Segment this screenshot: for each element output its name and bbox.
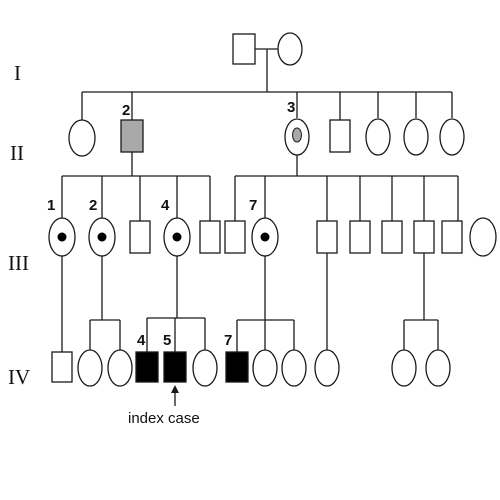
generation-label-I: I xyxy=(14,61,21,85)
II-5-female xyxy=(365,118,391,156)
II-2-number: 2 xyxy=(122,102,130,119)
III-4-carrier-dot xyxy=(172,232,182,242)
index-case-label: index case xyxy=(128,410,200,427)
III-7-number: 7 xyxy=(249,197,257,214)
IV-8-female xyxy=(252,349,278,387)
III-9-male xyxy=(349,220,371,254)
II-2-family xyxy=(61,152,211,221)
IV-7-male-affected xyxy=(225,351,249,383)
IV-4-number: 4 xyxy=(137,332,146,349)
arrow-up-icon xyxy=(171,385,179,393)
IV-5-male-affected-index xyxy=(163,351,187,383)
generation-IV: 4 5 7 xyxy=(51,332,451,387)
IV-1-male xyxy=(51,351,73,383)
III-4-number: 4 xyxy=(161,197,170,214)
II-1-female xyxy=(68,119,96,157)
III-2-number: 2 xyxy=(89,197,97,214)
III-10-male xyxy=(381,220,403,254)
II-3-family xyxy=(234,155,459,221)
IV-11-female xyxy=(391,349,417,387)
III-11-male xyxy=(413,220,435,254)
II-7-female xyxy=(439,118,465,156)
I-2-female xyxy=(277,32,303,66)
IV-12-female xyxy=(425,349,451,387)
generation-IV-connectors xyxy=(61,253,439,352)
III-6-male xyxy=(224,220,246,254)
IV-9-female xyxy=(281,349,307,387)
III-13-female xyxy=(469,217,497,257)
II-4-male xyxy=(329,119,351,153)
IV-3-female xyxy=(107,349,133,387)
III-7-carrier-dot xyxy=(260,232,270,242)
II-3-number: 3 xyxy=(287,99,295,116)
IV-2-female xyxy=(77,349,103,387)
III-1-number: 1 xyxy=(47,197,55,214)
generation-II: 2 3 xyxy=(68,91,465,157)
III-12-male xyxy=(441,220,463,254)
IV-4-male-affected xyxy=(135,351,159,383)
IV-10-female xyxy=(314,349,340,387)
generation-label-IV: IV xyxy=(8,365,30,389)
III-3-male xyxy=(129,220,151,254)
generation-label-III: III xyxy=(8,251,29,275)
generation-label-II: II xyxy=(10,141,24,165)
generation-I xyxy=(232,32,303,92)
III-8-male xyxy=(316,220,338,254)
III-1-carrier-dot xyxy=(57,232,67,242)
IV-5-number: 5 xyxy=(163,332,171,349)
IV-7-number: 7 xyxy=(224,332,232,349)
II-6-female xyxy=(403,118,429,156)
III-2-carrier-dot xyxy=(97,232,107,242)
II-2-male-carrier xyxy=(120,119,144,153)
IV-6-female xyxy=(192,349,218,387)
index-case-pointer: index case xyxy=(128,385,200,427)
III-5-male xyxy=(199,220,221,254)
I-1-male xyxy=(232,33,256,65)
generation-III: 1 2 4 7 xyxy=(47,197,497,257)
II-3-carrier-mark xyxy=(292,127,302,143)
